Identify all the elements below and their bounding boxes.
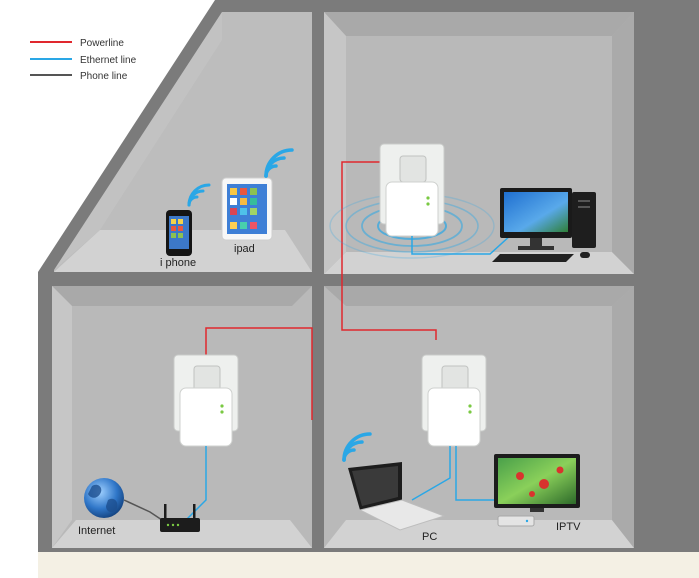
- ethernet-cable-iptv: [455, 446, 496, 501]
- iphone-label: i phone: [160, 257, 196, 269]
- room-upper-right: [324, 12, 634, 274]
- phone-line-internet: [123, 499, 163, 521]
- powerline-wiring: [205, 161, 437, 420]
- legend-phone-label: Phone line: [80, 71, 128, 82]
- tv-icon: [494, 454, 580, 512]
- ethernet-cable-desktop: [411, 233, 513, 255]
- room-lower-left: [52, 286, 312, 548]
- ipad: [221, 177, 273, 241]
- ethernet-cable-router: [185, 446, 207, 521]
- globe-icon: [84, 478, 124, 518]
- laptop-icon: [348, 462, 446, 531]
- wifi-icon: [264, 148, 294, 178]
- pc-label: PC: [422, 531, 437, 543]
- router: [160, 504, 200, 532]
- legend: Powerline Ethernet line Phone line: [30, 38, 137, 82]
- powerline-adapter-upper: [379, 143, 445, 237]
- powerline-adapter-lower-right: [421, 354, 487, 447]
- ethernet-cable-laptop: [411, 446, 451, 501]
- iphone: [166, 210, 192, 256]
- wifi-icon: [187, 183, 211, 207]
- wifi-icon: [342, 432, 372, 462]
- internet-label: Internet: [78, 525, 115, 537]
- powerline-adapter-lower-left: [173, 354, 239, 447]
- set-top-box: [497, 515, 535, 527]
- iptv-label: IPTV: [556, 521, 581, 533]
- desktop-computer: [492, 188, 596, 262]
- legend-powerline-label: Powerline: [80, 38, 124, 49]
- legend-ethernet-label: Ethernet line: [80, 55, 137, 66]
- ipad-label: ipad: [234, 243, 255, 255]
